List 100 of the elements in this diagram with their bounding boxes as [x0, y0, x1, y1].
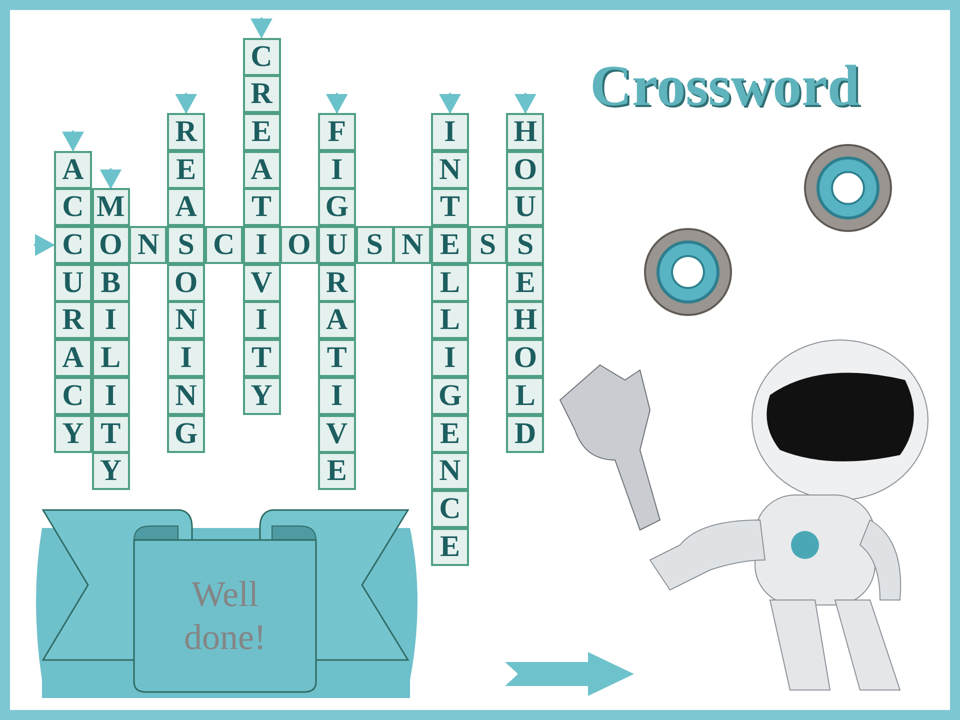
crossword-letter: T: [251, 343, 272, 374]
crossword-letter: D: [514, 418, 536, 448]
crossword-cell: [242, 38, 280, 76]
crossword-letter: A: [175, 192, 197, 222]
crossword-letter: H: [514, 305, 538, 336]
crossword-cell: [167, 188, 206, 226]
hint-arrow: [250, 18, 272, 38]
crossword-cell: [54, 414, 92, 452]
crossword-letter: I: [444, 116, 456, 147]
crossword-cell: [431, 414, 469, 452]
crossword-cell: [506, 301, 544, 340]
crossword-cell: [431, 452, 469, 490]
crossword-cell: [318, 376, 356, 415]
crossword-letter: C: [62, 230, 84, 260]
crossword-letter: M: [96, 192, 125, 222]
hint-arrow: [439, 92, 461, 114]
crossword-cell: [242, 150, 280, 189]
crossword-letter: N: [439, 456, 461, 486]
crossword-cell: [129, 226, 168, 264]
crossword-cell: [167, 264, 206, 302]
crossword-letter: C: [439, 494, 461, 524]
crossword-cell: [431, 490, 469, 528]
crossword-cell: [506, 414, 544, 452]
hint-arrow: [34, 234, 55, 256]
hint-arrow: [514, 92, 536, 114]
crossword-cell: [506, 339, 544, 378]
crossword-cell: [92, 226, 130, 264]
crossword-cell: [92, 301, 130, 340]
crossword-letter: I: [444, 343, 456, 374]
crossword-cell: [242, 264, 280, 302]
crossword-cell: [393, 226, 432, 264]
crossword-letter: U: [62, 268, 84, 298]
crossword-letter: S: [517, 230, 534, 260]
crossword-letter: E: [440, 532, 460, 562]
crossword-cell: [54, 150, 92, 189]
crossword-cell: [431, 226, 469, 264]
crossword-cell: [506, 188, 544, 226]
crossword-letter: S: [479, 230, 496, 260]
crossword-letter: Y: [62, 418, 84, 448]
crossword-cell: [167, 150, 206, 189]
crossword-cell: [506, 150, 544, 189]
crossword-cell: [242, 301, 280, 340]
crossword-cell: [431, 376, 469, 415]
crossword-letter: O: [99, 230, 122, 260]
crossword-letter: G: [174, 418, 198, 448]
crossword-cell: [167, 376, 206, 415]
crossword-cell: [242, 226, 280, 264]
crossword-cell: [318, 226, 356, 264]
crossword-letter: U: [514, 192, 536, 222]
crossword-letter: O: [174, 268, 198, 298]
crossword-cell: [167, 301, 206, 340]
crossword-letter: C: [250, 42, 272, 72]
crossword-letter: A: [250, 154, 272, 185]
crossword-letter: N: [138, 230, 160, 260]
crossword-cell: [204, 226, 243, 264]
crossword-cell: [318, 339, 356, 378]
crossword-cell: [431, 301, 469, 340]
crossword-cell: [92, 452, 130, 490]
crossword-letter: I: [104, 380, 117, 411]
crossword-cell: [92, 188, 130, 226]
crossword-letter: V: [250, 268, 272, 298]
crossword-letter: S: [178, 230, 194, 260]
crossword-cell: [318, 264, 356, 302]
crossword-cell: [506, 264, 544, 302]
crossword-cell: [242, 339, 280, 378]
crossword-cell: [468, 226, 507, 264]
crossword-cell: [431, 112, 469, 151]
crossword-letter: I: [180, 343, 192, 374]
crossword-letter: L: [100, 343, 121, 374]
crossword-letter: E: [251, 116, 272, 147]
crossword-letter: T: [100, 418, 121, 448]
crossword-cell: [54, 376, 92, 415]
crossword-letter: G: [325, 192, 349, 222]
crossword-cell: [356, 226, 394, 264]
crossword-letter: G: [438, 380, 462, 411]
crossword-cell: [431, 528, 469, 566]
crossword-letter: U: [326, 230, 348, 260]
crossword-letter: N: [175, 305, 197, 336]
crossword-letter: I: [256, 305, 268, 336]
crossword-cell: [431, 264, 469, 302]
crossword-cell: [318, 414, 356, 452]
crossword-letter: T: [251, 192, 272, 222]
crossword-letter: A: [326, 305, 348, 336]
crossword-letter: B: [100, 268, 121, 298]
crossword-cell: [506, 112, 544, 151]
crossword-cell: [318, 112, 356, 151]
crossword-cell: [242, 75, 280, 114]
crossword-letter: L: [440, 268, 460, 298]
crossword-letter: Y: [100, 456, 122, 486]
crossword-letter: R: [175, 116, 197, 147]
crossword-letter: R: [62, 305, 84, 336]
crossword-letter: A: [62, 343, 84, 374]
crossword-cell: [54, 264, 92, 302]
crossword-letter: Y: [250, 380, 272, 411]
crossword-cell: [242, 376, 280, 415]
crossword-cell: [318, 150, 356, 189]
crossword-cell: [92, 414, 130, 452]
crossword-letter: L: [515, 380, 536, 411]
crossword-letter: E: [176, 154, 196, 185]
crossword-cell: [54, 301, 92, 340]
